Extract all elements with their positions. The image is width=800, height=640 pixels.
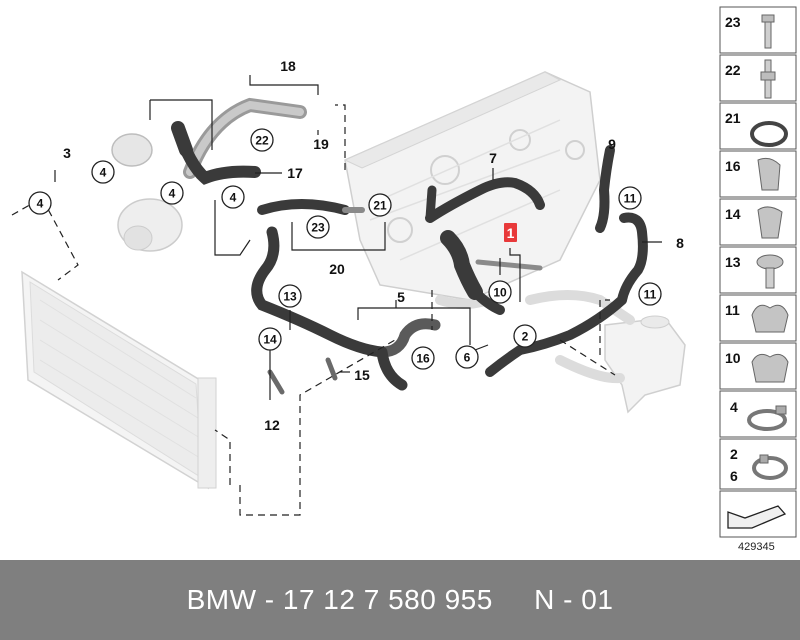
- callout-16: 16: [411, 346, 435, 370]
- callout-14: 14: [258, 327, 282, 351]
- callout-4a: 4: [28, 191, 52, 215]
- svg-text:10: 10: [493, 286, 507, 300]
- callout-5: 5: [397, 289, 405, 305]
- holder-clip-icon: [757, 157, 781, 191]
- water-pump: [111, 133, 183, 252]
- double-clip-icon: [751, 304, 789, 333]
- legend-row-22: 22: [719, 54, 797, 102]
- legend-row-4: 4: [719, 390, 797, 438]
- solid-leaders: [54, 75, 662, 400]
- svg-text:22: 22: [255, 134, 269, 148]
- svg-text:13: 13: [725, 254, 741, 270]
- callout-20: 20: [329, 261, 345, 277]
- callout-8: 8: [676, 235, 684, 251]
- callout-12: 12: [264, 417, 280, 433]
- callout-17: 17: [287, 165, 303, 181]
- reference-number: 429345: [738, 541, 775, 553]
- svg-text:22: 22: [725, 62, 741, 78]
- callout-2: 2: [513, 324, 537, 348]
- svg-text:11: 11: [725, 302, 740, 318]
- svg-text:4: 4: [100, 166, 107, 180]
- stud-bolt-icon: [760, 59, 776, 99]
- part-number-caption: BMW - 17 12 7 580 955 N - 01: [186, 584, 614, 615]
- callout-23: 23: [306, 215, 330, 239]
- svg-text:13: 13: [283, 290, 297, 304]
- svg-text:2: 2: [522, 330, 529, 344]
- callout-6: 6: [455, 345, 479, 369]
- callout-4d: 4: [221, 185, 245, 209]
- leader-lines: [11, 104, 616, 516]
- legend-row-14: 14: [719, 198, 797, 246]
- legend-row-23: 23: [719, 6, 797, 54]
- bolt-icon: [761, 14, 775, 49]
- svg-text:14: 14: [263, 333, 277, 347]
- svg-text:23: 23: [311, 221, 325, 235]
- radiator: [21, 270, 217, 490]
- legend-row-2-6: 2 6: [719, 438, 797, 490]
- svg-text:4: 4: [169, 187, 176, 201]
- coolant-hoses: [171, 97, 648, 395]
- parts-legend: 23 22 21 16 14 13: [719, 6, 797, 538]
- legend-row-11: 11: [719, 294, 797, 342]
- svg-text:21: 21: [725, 110, 741, 126]
- callout-1: 1: [507, 225, 515, 241]
- legend-row-21: 21: [719, 102, 797, 150]
- expansion-tank: [604, 315, 686, 414]
- plastic-screw-icon: [756, 254, 784, 289]
- svg-text:16: 16: [725, 158, 741, 174]
- callout-18: 18: [280, 58, 296, 74]
- svg-text:21: 21: [373, 199, 387, 213]
- svg-text:14: 14: [725, 206, 741, 222]
- arrow-symbol-icon: [727, 505, 787, 529]
- legend-row-13: 13: [719, 246, 797, 294]
- hose-clamp-icon: [747, 405, 787, 431]
- svg-text:2: 2: [730, 446, 738, 462]
- callout-21: 21: [368, 193, 392, 217]
- o-ring-icon: [750, 121, 788, 147]
- legend-row-16: 16: [719, 150, 797, 198]
- svg-text:23: 23: [725, 14, 741, 30]
- svg-text:11: 11: [624, 192, 637, 206]
- svg-text:4: 4: [730, 399, 738, 415]
- callout-3: 3: [63, 145, 71, 161]
- svg-text:4: 4: [230, 191, 237, 205]
- svg-text:6: 6: [464, 351, 471, 365]
- callout-15: 15: [354, 367, 370, 383]
- svg-text:4: 4: [37, 197, 44, 211]
- callout-4c: 4: [160, 181, 184, 205]
- legend-row-arrow: [719, 490, 797, 538]
- callout-10: 10: [488, 280, 512, 304]
- engine-block: [343, 71, 601, 301]
- svg-text:10: 10: [725, 350, 741, 366]
- callout-9: 9: [608, 136, 616, 152]
- spring-clamp-icon: [752, 454, 788, 480]
- callout-4b: 4: [91, 160, 115, 184]
- parts-diagram: 4 4 4 4 22 23 21 13 14 16 6 10: [11, 6, 797, 538]
- callout-11a: 11: [618, 186, 642, 210]
- callout-11b: 11: [638, 282, 662, 306]
- svg-text:16: 16: [416, 352, 430, 366]
- holder-clip-icon: [757, 206, 783, 239]
- callout-19: 19: [313, 136, 329, 152]
- callout-7: 7: [489, 150, 497, 166]
- svg-text:6: 6: [730, 468, 738, 484]
- callout-13: 13: [278, 284, 302, 308]
- svg-text:11: 11: [644, 288, 657, 302]
- legend-row-10: 10: [719, 342, 797, 390]
- footer-bar: BMW - 17 12 7 580 955 N - 01: [0, 560, 800, 640]
- highlight-marker: [504, 223, 517, 242]
- callout-22: 22: [250, 128, 274, 152]
- double-clip-icon: [751, 353, 789, 383]
